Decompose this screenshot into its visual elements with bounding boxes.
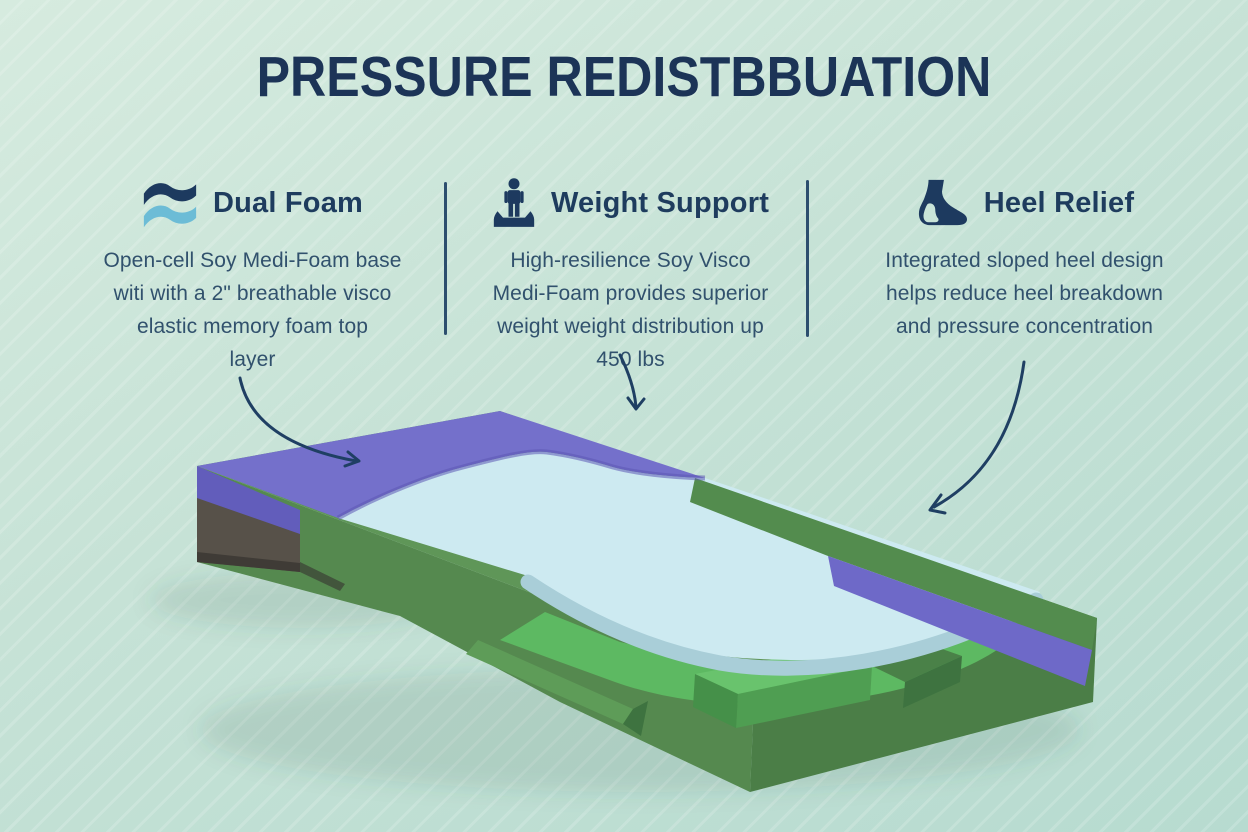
base-layer-shadow [300,562,345,591]
weight-support-arrow [618,353,638,409]
heel-cutout-step-front [903,656,962,708]
heel-relief-foot-icon [918,179,967,226]
feature-heading: Dual Foam [212,186,364,219]
dual-foam-arrow [238,376,358,463]
top-cover-edge [336,449,706,521]
heel-cutout-step [872,644,962,682]
visco-foam-fold [520,574,1044,676]
heel-relief-block-side [693,674,738,728]
feature-description: High-resilience Soy Visco Medi-Foam prov… [492,249,769,371]
base-layer [197,497,300,572]
feature-description: Open-cell Soy Medi-Foam base witi with a… [103,249,402,371]
foam-frame-edge-band [690,478,1097,650]
feature-heel-relief: Heel Relief Integrated sloped heel desig… [852,174,1197,343]
top-cover-edge-drape [828,556,1092,686]
heel-cutout-ridge-end [623,701,648,736]
column-divider [444,182,447,335]
feature-weight-support: Weight Support High-resilience Soy Visco… [458,174,803,376]
visco-foam-layer [338,451,1040,660]
feature-heading: Heel Relief [983,186,1135,219]
feature-dual-foam: Dual Foam Open-cell Soy Medi-Foam base w… [80,174,425,376]
page-title: PRESSURE REDISTBBUATION [256,45,992,109]
top-cover [197,411,705,518]
top-cover-side [197,466,300,534]
feature-description: Integrated sloped heel design helps redu… [885,249,1164,338]
heel-cutout-ridge [466,640,633,724]
feature-heading: Weight Support [550,186,770,219]
heel-relief-arrow [932,360,1026,509]
foam-frame-foot-side [750,618,1097,792]
column-divider [806,180,809,337]
heel-relief-arrow-head [928,493,947,515]
weight-support-arrow-head [626,396,646,411]
weight-support-person-icon [493,178,535,227]
heel-relief-block-front [736,666,872,728]
dual-foam-arrow-head [343,450,361,468]
base-layer-shadow [197,552,300,572]
dual-foam-layers-icon [143,183,197,228]
